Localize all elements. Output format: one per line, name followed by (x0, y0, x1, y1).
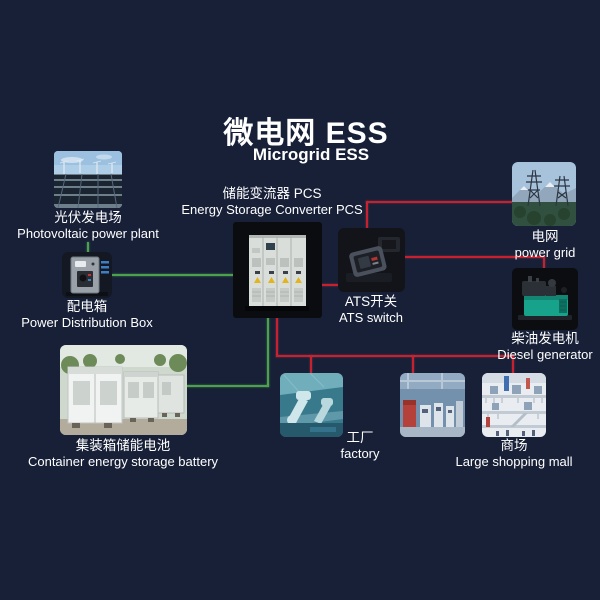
mall-label-en: Large shopping mall (455, 453, 573, 469)
edge-pcs-to-ats (321, 284, 339, 286)
pcs-cabinet-photo (233, 222, 322, 318)
pcs-cabinet-icon (233, 222, 322, 318)
factory-photo (280, 373, 343, 437)
distribution-box-photo (62, 252, 112, 298)
grid-label-en: power grid (514, 244, 576, 260)
factory-hall-photo (400, 373, 465, 437)
container-battery-photo (60, 345, 187, 435)
container-battery-icon (60, 345, 187, 435)
grid-label-zh: 电网 (531, 229, 559, 244)
shopping-mall-icon (482, 373, 546, 437)
pdb-label: 配电箱 Power Distribution Box (21, 299, 153, 330)
factory-label-en: factory (340, 445, 380, 461)
shopping-mall-photo (482, 373, 546, 437)
edge-ats-to-diesel-vert (543, 256, 545, 269)
power-grid-photo (512, 162, 576, 226)
pdb-label-en: Power Distribution Box (21, 314, 153, 330)
distribution-box-icon (62, 252, 112, 298)
edge-pcs-to-loads-vert (276, 316, 278, 357)
factory-label: 工厂 factory (340, 430, 379, 461)
diesel-generator-photo (512, 268, 578, 330)
edge-pcs-to-loads-horiz (276, 355, 514, 357)
edge-drop-factory-hall (412, 355, 414, 374)
pdb-label-zh: 配电箱 (66, 299, 108, 314)
power-grid-icon (512, 162, 576, 226)
pv-label-zh: 光伏发电场 (54, 210, 122, 225)
battery-label-zh: 集装箱储能电池 (75, 438, 171, 453)
solar-farm-icon (54, 151, 122, 208)
battery-label: 集装箱储能电池 Container energy storage battery (28, 438, 218, 469)
diagram-title-zh: 微电网 ESS (223, 117, 389, 150)
diesel-label: 柴油发电机 Diesel generator (497, 331, 592, 362)
edge-ats-to-grid-horiz (366, 201, 513, 203)
factory-label-zh: 工厂 (346, 430, 374, 445)
edge-drop-mall (512, 355, 514, 374)
ats-label-zh: ATS开关 (344, 294, 398, 309)
pcs-label-zh: 储能变流器 PCS (222, 186, 322, 201)
diagram-title-en: Microgrid ESS (252, 145, 370, 164)
edge-pdb-to-pcs (112, 274, 234, 276)
edge-ats-to-grid-vert (366, 201, 368, 229)
diesel-label-zh: 柴油发电机 (511, 331, 579, 346)
mall-label: 商场 Large shopping mall (455, 438, 572, 469)
ats-switch-photo (338, 228, 405, 292)
ats-label: ATS开关 ATS switch (339, 294, 403, 325)
pcs-label: 储能变流器 PCS Energy Storage Converter PCS (181, 186, 362, 217)
battery-label-en: Container energy storage battery (27, 453, 219, 469)
pcs-label-en: Energy Storage Converter PCS (181, 201, 363, 217)
diesel-generator-icon (512, 268, 578, 330)
edge-drop-factory (310, 355, 312, 374)
edge-pcs-to-battery-vert (267, 316, 269, 387)
photovoltaic-plant-photo (54, 151, 122, 208)
factory-hall-icon (400, 373, 465, 437)
pv-label: 光伏发电场 Photovoltaic power plant (17, 210, 159, 241)
diesel-label-en: Diesel generator (497, 346, 593, 362)
ats-switch-icon (338, 228, 405, 292)
edge-pv-to-pdb (87, 242, 89, 253)
mall-label-zh: 商场 (500, 438, 528, 453)
factory-icon (280, 373, 343, 437)
edge-pcs-to-battery-horiz (186, 385, 269, 387)
ats-label-en: ATS switch (338, 309, 404, 325)
grid-label: 电网 power grid (515, 229, 576, 260)
pv-label-en: Photovoltaic power plant (17, 225, 159, 241)
edge-ats-to-diesel-horiz (404, 256, 545, 258)
